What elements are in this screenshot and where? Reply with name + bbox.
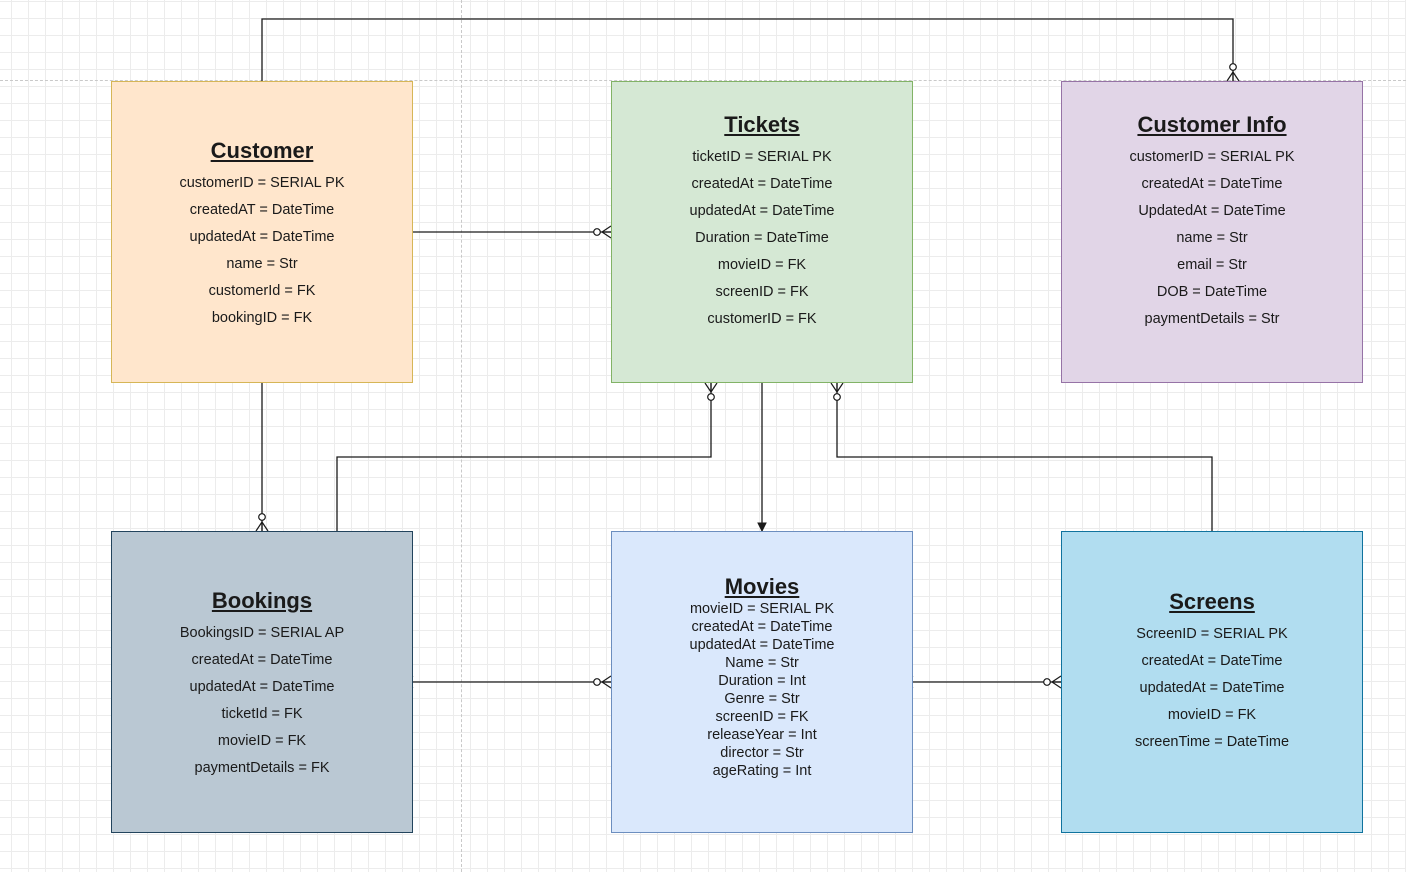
page-break-guide-horizontal — [0, 80, 1406, 81]
entity-field: createdAt = DateTime — [1141, 175, 1283, 192]
entity-field: createdAt = DateTime — [1141, 652, 1283, 669]
entity-field: movieID = FK — [717, 256, 807, 273]
connector-bookings-tickets[interactable] — [336, 382, 718, 531]
entity-title: Customer — [210, 138, 314, 163]
page-break-guide-vertical — [461, 0, 462, 872]
entity-field: customerID = FK — [707, 310, 817, 327]
entity-field: movieID = FK — [217, 733, 307, 749]
entity-field: updatedAt = DateTime — [689, 202, 835, 219]
entity-field: createdAt = DateTime — [691, 175, 833, 192]
entity-field: screenID = FK — [715, 283, 809, 300]
entity-field: UpdatedAt = DateTime — [1138, 202, 1286, 219]
entity-field: ageRating = Int — [712, 763, 812, 779]
entity-movies[interactable]: Movies movieID = SERIAL PK createdAt = Da… — [611, 531, 913, 833]
entity-field: updatedAt = DateTime — [189, 679, 335, 695]
entity-field: customerID = SERIAL PK — [1129, 148, 1295, 165]
entity-title: Customer Info — [1137, 111, 1287, 137]
entity-field: updatedAt = DateTime — [1139, 679, 1285, 696]
entity-field: screenID = FK — [715, 709, 809, 725]
entity-field: releaseYear = Int — [707, 727, 817, 743]
entity-field: Name = Str — [725, 655, 799, 671]
entity-field: ticketId = FK — [221, 706, 303, 722]
entity-bookings[interactable]: Bookings BookingsID = SERIAL AP createdAt… — [111, 531, 413, 833]
entity-field: movieID = FK — [1167, 706, 1257, 723]
connector-screens-tickets[interactable] — [830, 382, 1219, 549]
entity-customer[interactable]: Customer customerID = SERIAL PK createdAT… — [111, 81, 413, 383]
entity-field: paymentDetails = Str — [1144, 310, 1280, 327]
entity-field: screenTime = DateTime — [1134, 733, 1290, 750]
entity-field: director = Str — [720, 745, 804, 761]
entity-field: createdAT = DateTime — [189, 202, 335, 218]
entity-title: Movies — [724, 574, 800, 599]
entity-field: bookingID = FK — [211, 310, 313, 326]
entity-field: createdAt = DateTime — [191, 652, 333, 668]
entity-screens[interactable]: Screens ScreenID = SERIAL PK createdAt = … — [1061, 531, 1363, 833]
entity-field: updatedAt = DateTime — [689, 637, 835, 653]
entity-field: name = Str — [1176, 229, 1248, 246]
entity-customer-info[interactable]: Customer Info customerID = SERIAL PK crea… — [1061, 81, 1363, 383]
entity-title: Screens — [1169, 588, 1255, 614]
entity-field: Duration = Int — [718, 673, 806, 689]
entity-field: paymentDetails = FK — [194, 760, 330, 776]
entity-field: name = Str — [226, 256, 298, 272]
entity-field: createdAt = DateTime — [691, 619, 833, 635]
entity-title: Bookings — [211, 588, 313, 613]
entity-field: customerID = SERIAL PK — [179, 175, 345, 191]
entity-field: customerId = FK — [208, 283, 316, 299]
entity-field: BookingsID = SERIAL AP — [179, 625, 345, 641]
entity-field: ticketID = SERIAL PK — [692, 148, 832, 165]
entity-field: updatedAt = DateTime — [189, 229, 335, 245]
connector-customer-customerinfo[interactable] — [261, 18, 1240, 82]
entity-field: ScreenID = SERIAL PK — [1136, 625, 1288, 642]
entity-field: email = Str — [1177, 256, 1247, 273]
entity-tickets[interactable]: Tickets ticketID = SERIAL PK createdAt = … — [611, 81, 913, 383]
entity-title: Tickets — [724, 111, 800, 137]
entity-field: DOB = DateTime — [1156, 283, 1268, 300]
entity-field: movieID = SERIAL PK — [689, 601, 835, 617]
entity-field: Genre = Str — [724, 691, 800, 707]
entity-field: Duration = DateTime — [695, 229, 829, 246]
